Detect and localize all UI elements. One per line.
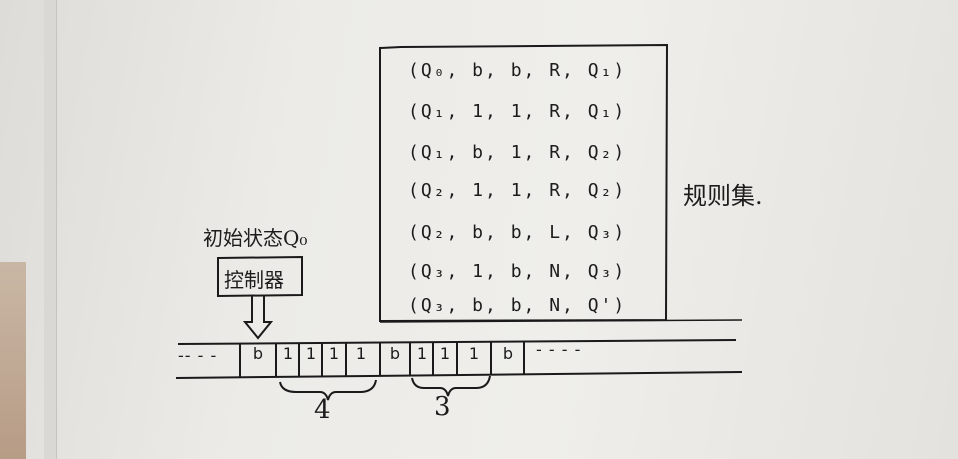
notebook-margin xyxy=(44,0,57,459)
tape-cell: b xyxy=(252,344,264,363)
brace-second-group xyxy=(411,375,491,397)
connector-line xyxy=(379,319,743,323)
rule-item: (Q₂, 1, 1, R, Q₂) xyxy=(408,180,627,201)
tape-cell: 1 xyxy=(439,344,451,363)
second-group-count: 3 xyxy=(434,392,451,422)
tape-cell: 1 xyxy=(355,344,367,363)
tape-cell: 1 xyxy=(328,344,340,363)
rule-item: (Q₁, 1, 1, R, Q₁) xyxy=(408,101,627,122)
tape-right-ellipsis: - - - - xyxy=(536,340,582,359)
tape-cell: b xyxy=(389,344,401,363)
controller-label: 控制器 xyxy=(224,268,284,292)
desk-edge xyxy=(0,262,26,459)
rule-item: (Q₃, 1, b, N, Q₃) xyxy=(408,261,627,282)
rule-item: (Q₂, b, b, L, Q₃) xyxy=(408,222,627,243)
tape-cell-dividers xyxy=(239,342,525,378)
first-group-count: 4 xyxy=(314,395,331,425)
tape-cell: 1 xyxy=(305,344,317,363)
rule-item: (Q₁, b, 1, R, Q₂) xyxy=(408,142,627,163)
tape-bottom-line xyxy=(175,371,743,379)
initial-state-label: 初始状态Q₀ xyxy=(203,226,308,250)
tape-cell: 1 xyxy=(282,344,294,363)
tape-left-ellipsis: -- - - xyxy=(178,346,218,365)
rule-item: (Q₀, b, b, R, Q₁) xyxy=(408,60,627,81)
tape-cell: 1 xyxy=(416,344,428,363)
rule-set-label: 规则集. xyxy=(683,182,763,210)
brace-first-group xyxy=(279,379,377,401)
tape-cell: b xyxy=(502,344,514,363)
pointer-arrow xyxy=(242,296,274,340)
controller-box xyxy=(217,255,303,298)
tape-cell: 1 xyxy=(468,344,480,363)
rule-item: (Q₃, b, b, N, Q') xyxy=(408,295,627,316)
